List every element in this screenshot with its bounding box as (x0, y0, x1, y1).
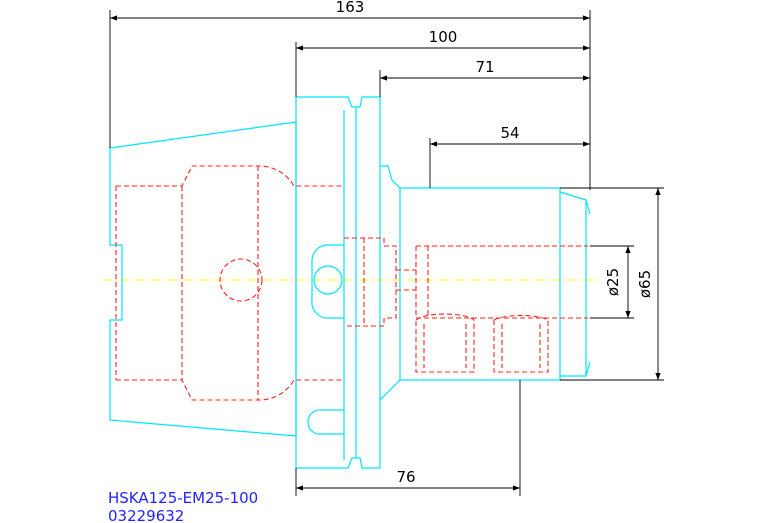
order-number: 03229632 (108, 507, 184, 523)
dim-overall-length: 163 (336, 0, 365, 16)
dim-bore-diameter: ø25 (604, 268, 622, 296)
dim-body-diameter: ø65 (636, 270, 654, 298)
hidden-lines (115, 165, 588, 401)
dim-bore-depth: 54 (500, 124, 519, 142)
dim-clamp-length: 76 (396, 468, 415, 486)
dim-flange-to-tip: 71 (475, 58, 494, 76)
part-number: HSKA125-EM25-100 (108, 489, 258, 507)
dim-gauge-to-tip: 100 (429, 28, 458, 46)
dimension-lines (109, 10, 664, 496)
tool-holder-outline (109, 96, 591, 469)
